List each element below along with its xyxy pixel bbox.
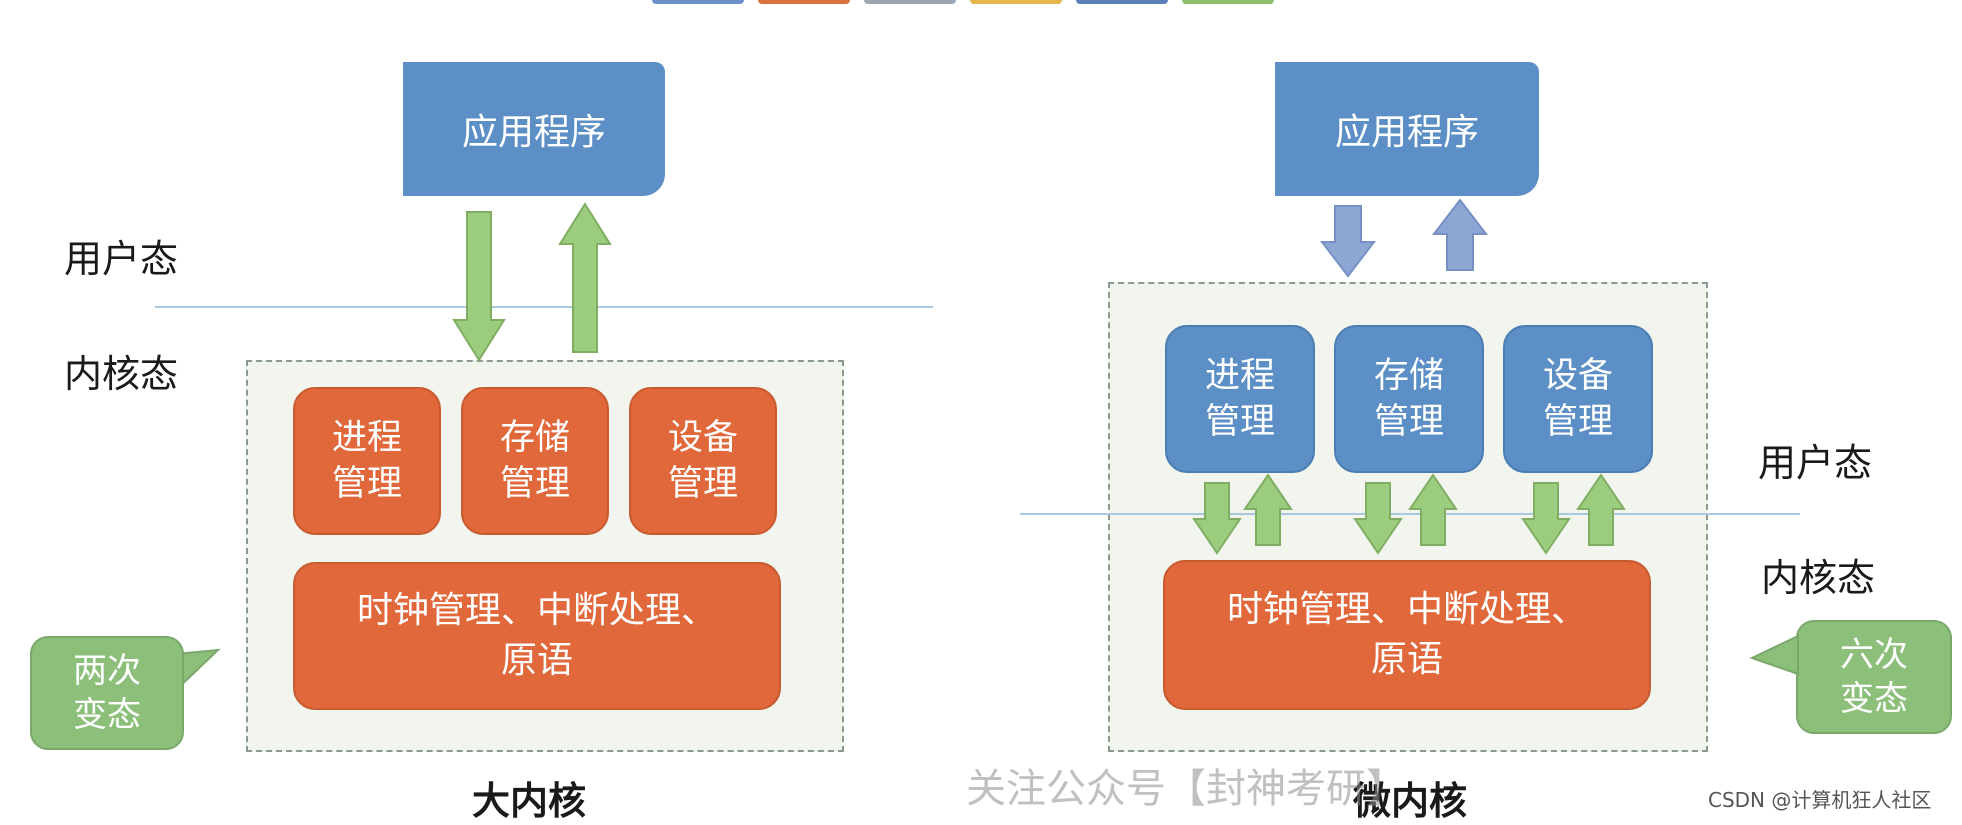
- left-process-management: 进程管理: [293, 387, 441, 535]
- right-process-down-arrow-icon: [1192, 482, 1242, 555]
- right-app-box: 应用程序: [1275, 62, 1539, 196]
- left-app-box: 应用程序: [403, 62, 665, 196]
- right-device-management: 设备管理: [1503, 325, 1653, 473]
- left-device-management: 设备管理: [629, 387, 777, 535]
- right-kernel-mode-label: 内核态: [1761, 556, 1876, 600]
- top-tab-2: [758, 0, 850, 4]
- left-caption: 大内核: [472, 779, 587, 823]
- right-mode-separator: [1020, 513, 1800, 515]
- csdn-mark: CSDN @计算机狂人社区: [1708, 788, 1932, 812]
- right-user-mode-label: 用户态: [1758, 441, 1873, 485]
- right-process-management: 进程管理: [1165, 325, 1315, 473]
- left-callout: 两次变态: [30, 636, 184, 750]
- left-mode-separator: [155, 306, 933, 308]
- left-up-arrow-icon: [558, 202, 612, 353]
- right-callout-pointer: [1749, 634, 1799, 676]
- watermark: 关注公众号【封神考研】: [966, 766, 1406, 812]
- left-down-arrow-icon: [452, 211, 506, 362]
- right-memory-up-arrow-icon: [1408, 473, 1458, 546]
- top-tab-5: [1076, 0, 1168, 4]
- right-memory-down-arrow-icon: [1353, 482, 1403, 555]
- right-callout: 六次变态: [1796, 620, 1952, 734]
- right-memory-management: 存储管理: [1334, 325, 1484, 473]
- left-core-services: 时钟管理、中断处理、原语: [293, 562, 781, 710]
- top-tab-6: [1182, 0, 1274, 4]
- right-device-down-arrow-icon: [1521, 482, 1571, 555]
- right-process-up-arrow-icon: [1243, 473, 1293, 546]
- left-kernel-mode-label: 内核态: [64, 352, 179, 396]
- left-memory-management: 存储管理: [461, 387, 609, 535]
- left-user-mode-label: 用户态: [64, 237, 179, 281]
- right-up-arrow-icon: [1431, 198, 1489, 271]
- right-core-services: 时钟管理、中断处理、原语: [1163, 560, 1651, 710]
- right-down-arrow-icon: [1319, 205, 1377, 278]
- top-tab-3: [864, 0, 956, 4]
- top-tab-1: [652, 0, 744, 4]
- top-tab-4: [970, 0, 1062, 4]
- right-device-up-arrow-icon: [1576, 473, 1626, 546]
